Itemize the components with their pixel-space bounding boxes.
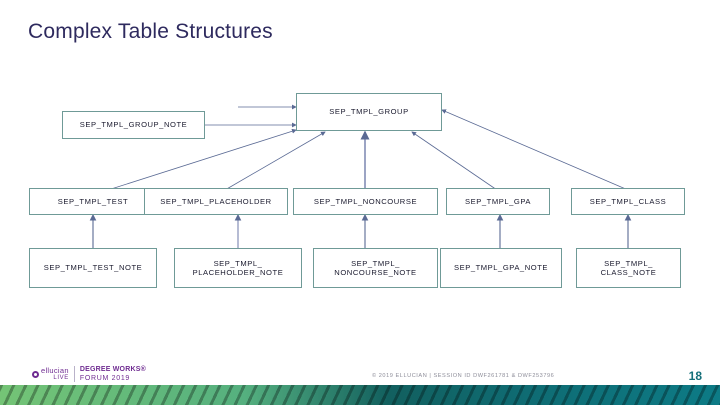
ellucian-globe-icon bbox=[32, 370, 39, 378]
node-sep-tmpl-test[interactable]: SEP_TMPL_TEST bbox=[29, 188, 157, 215]
node-label: SEP_TMPL_ NONCOURSE_NOTE bbox=[334, 258, 417, 277]
edge-class-to-group bbox=[441, 109, 629, 191]
node-sep-tmpl-gpa-note[interactable]: SEP_TMPL_GPA_NOTE bbox=[440, 248, 562, 288]
logo-event: FORUM 2019 bbox=[79, 375, 131, 382]
entity-relationship-diagram: SEP_TMPL_GROUP_NOTE SEP_TMPL_GROUP SEP_T… bbox=[0, 80, 720, 310]
edge-placeholder-to-group bbox=[224, 131, 326, 191]
copyright-text: © 2019 ELLUCIAN | SESSION ID DWF261781 &… bbox=[372, 373, 555, 379]
node-sep-tmpl-group[interactable]: SEP_TMPL_GROUP bbox=[296, 93, 442, 131]
node-label: SEP_TMPL_GROUP_NOTE bbox=[79, 120, 188, 130]
slide-footer: ellucian LIVE DEGREE WORKS® FORUM 2019 ©… bbox=[0, 350, 720, 405]
node-label: SEP_TMPL_NONCOURSE bbox=[313, 196, 418, 206]
node-label: SEP_TMPL_CLASS bbox=[589, 196, 667, 206]
node-sep-tmpl-noncourse-note[interactable]: SEP_TMPL_ NONCOURSE_NOTE bbox=[313, 248, 438, 288]
node-sep-tmpl-gpa[interactable]: SEP_TMPL_GPA bbox=[446, 188, 550, 215]
logo-product: DEGREE WORKS® bbox=[79, 366, 146, 373]
degreeworks-forum-logo: DEGREE WORKS® FORUM 2019 bbox=[75, 366, 146, 382]
edge-gpa-to-group bbox=[411, 131, 498, 191]
node-sep-tmpl-class-note[interactable]: SEP_TMPL_ CLASS_NOTE bbox=[576, 248, 681, 288]
page-title: Complex Table Structures bbox=[28, 20, 273, 43]
node-sep-tmpl-test-note[interactable]: SEP_TMPL_TEST_NOTE bbox=[29, 248, 157, 288]
node-label: SEP_TMPL_GPA_NOTE bbox=[453, 263, 549, 273]
node-label: SEP_TMPL_ CLASS_NOTE bbox=[600, 258, 657, 277]
node-sep-tmpl-noncourse[interactable]: SEP_TMPL_NONCOURSE bbox=[293, 188, 438, 215]
node-label: SEP_TMPL_TEST_NOTE bbox=[43, 263, 143, 273]
node-sep-tmpl-class[interactable]: SEP_TMPL_CLASS bbox=[571, 188, 685, 215]
node-label: SEP_TMPL_PLACEHOLDER bbox=[160, 196, 272, 206]
footer-stripe-bar bbox=[0, 385, 720, 405]
footer-background bbox=[0, 350, 720, 385]
logo-brand: ellucian bbox=[41, 365, 69, 375]
node-label: SEP_TMPL_GPA bbox=[465, 196, 531, 206]
edge-test-to-group bbox=[107, 128, 297, 191]
node-label: SEP_TMPL_TEST bbox=[57, 196, 129, 206]
node-sep-tmpl-group-note[interactable]: SEP_TMPL_GROUP_NOTE bbox=[62, 111, 205, 139]
node-sep-tmpl-placeholder-note[interactable]: SEP_TMPL_ PLACEHOLDER_NOTE bbox=[174, 248, 302, 288]
page-number: 18 bbox=[688, 369, 702, 383]
ellucian-logo: ellucian LIVE bbox=[32, 366, 75, 382]
node-label: SEP_TMPL_GROUP bbox=[329, 107, 409, 117]
ellucian-degreeworks-logo: ellucian LIVE DEGREE WORKS® FORUM 2019 bbox=[32, 365, 146, 383]
logo-brand-sub: LIVE bbox=[53, 375, 69, 382]
node-label: SEP_TMPL_ PLACEHOLDER_NOTE bbox=[192, 258, 284, 277]
node-sep-tmpl-placeholder[interactable]: SEP_TMPL_PLACEHOLDER bbox=[144, 188, 288, 215]
ellucian-wordmark: ellucian LIVE bbox=[41, 367, 69, 382]
